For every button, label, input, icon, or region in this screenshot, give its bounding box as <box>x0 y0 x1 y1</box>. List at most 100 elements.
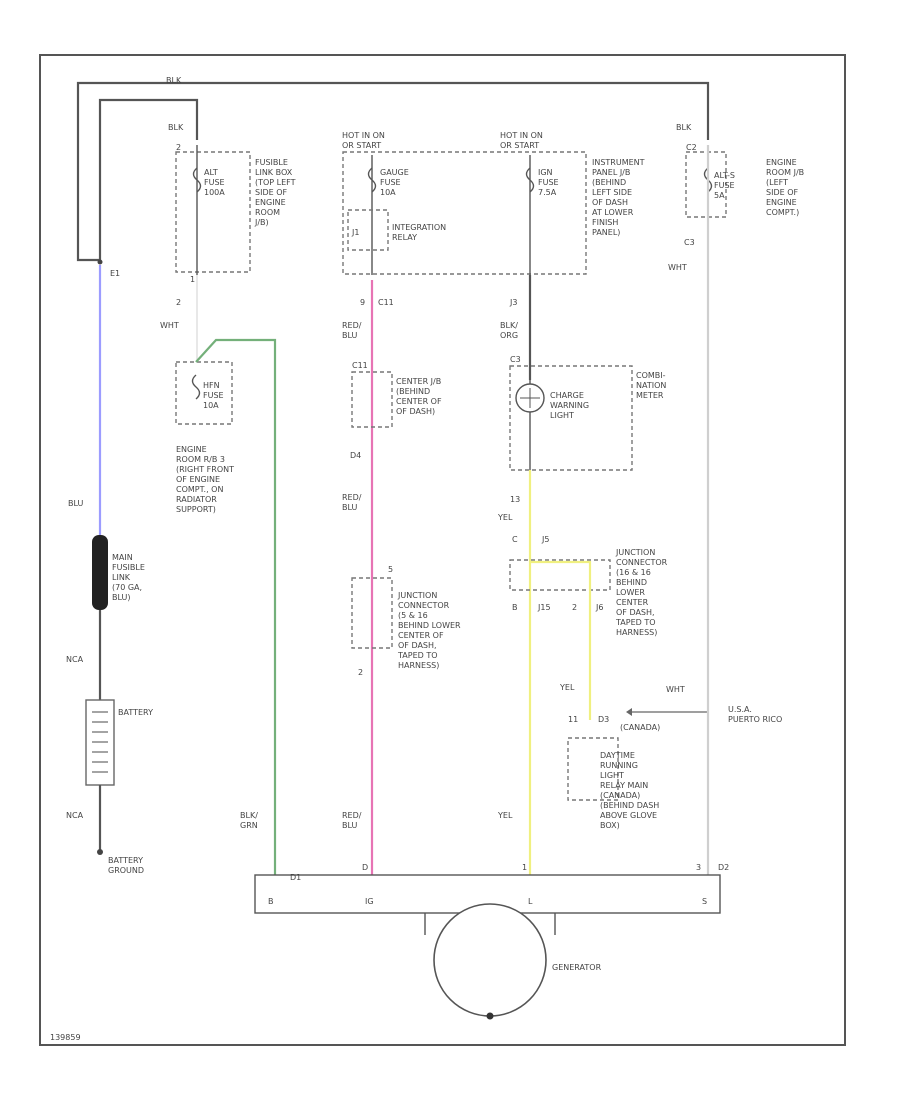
gauge-connector-label: C11 <box>378 298 394 307</box>
combination-meter-label: COMBI- NATION METER <box>636 371 669 400</box>
battery-label: BATTERY <box>118 708 153 717</box>
generator-terminal-s: S <box>702 897 707 906</box>
alts-fuse-label: ALT-S FUSE 5A <box>714 171 738 200</box>
alts-wire-out: WHT <box>668 263 687 272</box>
generator-terminal-l: L <box>528 897 533 906</box>
hfn-fuse-symbol <box>191 374 201 400</box>
top-bus-wire <box>76 81 710 262</box>
generator-pin-s: 3 <box>696 863 701 872</box>
engine-room-jb-box <box>685 151 727 218</box>
hfn-fuse-wire-label: WHT <box>160 321 179 330</box>
nca-bottom-label: NCA <box>66 811 84 820</box>
generator-symbol <box>433 903 547 1017</box>
red-blu-label-3: RED/ BLU <box>342 811 364 830</box>
charge-light-label: CHARGE WARNING LIGHT <box>550 391 592 420</box>
ign-pin-bottom: J3 <box>509 298 517 307</box>
alts-pin-top: C2 <box>686 143 697 152</box>
hot-label-ign: HOT IN ON OR START <box>500 131 545 150</box>
center-jb-pin-top: C11 <box>352 361 368 370</box>
jc-right-pin-out-left: B <box>512 603 518 612</box>
nca-top-label: NCA <box>66 655 84 664</box>
alt-fuse-pin-bottom: 1 <box>190 275 195 284</box>
generator-terminal-ig: IG <box>365 897 374 906</box>
jc-left-label: JUNCTION CONNECTOR (5 & 16 BEHIND LOWER … <box>397 591 463 670</box>
drl-pin-2: D3 <box>598 715 609 724</box>
alts-wire-label: BLK <box>676 123 692 132</box>
diagram-frame <box>39 54 846 1046</box>
combination-meter-box <box>509 365 633 471</box>
gauge-fuse-symbol <box>367 167 377 193</box>
integration-relay-label: INTEGRATION RELAY <box>392 223 449 242</box>
ign-fuse-symbol <box>525 167 535 193</box>
jc-right-label: JUNCTION CONNECTOR (16 & 16 BEHIND LOWER… <box>615 548 670 637</box>
junction-connector-left <box>351 577 393 649</box>
jc-right-conn-out-right: J6 <box>595 603 603 612</box>
drl-source-label: U.S.A. PUERTO RICO <box>728 705 782 724</box>
drl-relay-label: DAYTIME RUNNING LIGHT RELAY MAIN (CANADA… <box>600 751 662 830</box>
hfn-fuse-label: HFN FUSE 10A <box>203 381 226 410</box>
generator-pin-ig: D <box>362 863 368 872</box>
blk-grn-wire-label: BLK/ GRN <box>240 811 260 830</box>
gauge-fuse-label: GAUGE FUSE 10A <box>380 168 411 197</box>
drl-arrow-head <box>626 708 632 716</box>
battery-ground-terminal <box>97 849 103 855</box>
yel-label-1: YEL <box>497 513 513 522</box>
red-blu-label-2: RED/ BLU <box>342 493 364 512</box>
generator-conn-s: D2 <box>718 863 729 872</box>
alt-fuse-symbol <box>192 167 202 193</box>
yel-wire-branch <box>530 560 592 720</box>
charge-light-pin-top: C3 <box>510 355 521 364</box>
main-fusible-link-label: MAIN FUSIBLE LINK (70 GA, BLU) <box>112 553 147 602</box>
main-fusible-link <box>92 535 108 610</box>
drl-canada-tag: (CANADA) <box>620 723 660 732</box>
hot-label-gauge: HOT IN ON OR START <box>342 131 387 150</box>
yel-label-2: YEL <box>497 811 513 820</box>
junction-connector-right <box>509 559 611 591</box>
center-jb-box <box>351 371 393 428</box>
blk-grn-wire <box>195 338 277 875</box>
charge-warning-light-symbol <box>520 388 540 408</box>
generator-pin-l: 1 <box>522 863 527 872</box>
drl-wire-label: WHT <box>666 685 685 694</box>
engine-room-jb-label: ENGINE ROOM J/B (LEFT SIDE OF ENGINE COM… <box>766 158 807 217</box>
alt-fuse-wire-label: BLK <box>168 123 184 132</box>
hfn-fuse-pin-top: 2 <box>176 298 181 307</box>
generator-terminal-b: B <box>268 897 274 906</box>
e1-terminal <box>97 259 103 265</box>
fusible-link-box <box>175 151 251 273</box>
ign-fuse-label: IGN FUSE 7.5A <box>538 168 561 197</box>
instrument-panel-jb-box <box>342 151 587 275</box>
engine-room-rb3-label: ENGINE ROOM R/B 3 (RIGHT FRONT OF ENGINE… <box>176 445 237 514</box>
blk-org-label: BLK/ ORG <box>500 321 520 340</box>
alt-fuse-pin-top: 2 <box>176 143 181 152</box>
jc-right-pin-out-right: 2 <box>572 603 577 612</box>
e1-pin-label: E1 <box>110 269 120 278</box>
fusible-link-box-label: FUSIBLE LINK BOX (TOP LEFT SIDE OF ENGIN… <box>254 158 298 227</box>
top-bus-wire-label: BLK <box>166 76 182 85</box>
integration-relay-pin: J1 <box>351 228 359 237</box>
integration-relay-box <box>347 209 389 251</box>
drl-relay-box <box>567 737 619 801</box>
jc-left-pin-top: 5 <box>388 565 393 574</box>
center-jb-label: CENTER J/B (BEHIND CENTER OF OF DASH) <box>396 377 444 416</box>
gauge-pin-bottom: 9 <box>360 298 365 307</box>
alts-pin-bottom: C3 <box>684 238 695 247</box>
generator-label: GENERATOR <box>552 963 602 972</box>
center-jb-pin-bottom: D4 <box>350 451 361 460</box>
generator-pin-b: D1 <box>290 873 301 882</box>
jc-left-pin-bottom: 2 <box>358 668 363 677</box>
alt-fuse-label: ALT FUSE 100A <box>204 168 227 197</box>
jc-right-conn-out-left: J15 <box>537 603 551 612</box>
drl-pin-1: 11 <box>568 715 578 724</box>
generator-ground <box>486 1012 494 1020</box>
battery-plates <box>92 711 108 773</box>
charge-light-pin-bottom: 13 <box>510 495 520 504</box>
blu-wire-label: BLU <box>68 499 84 508</box>
jc-right-conn-in: J5 <box>541 535 549 544</box>
engine-room-rb3 <box>175 361 233 425</box>
red-blu-label-1: RED/ BLU <box>342 321 364 340</box>
yel-label-branch: YEL <box>559 683 575 692</box>
battery-ground-label: BATTERY GROUND <box>108 856 146 875</box>
